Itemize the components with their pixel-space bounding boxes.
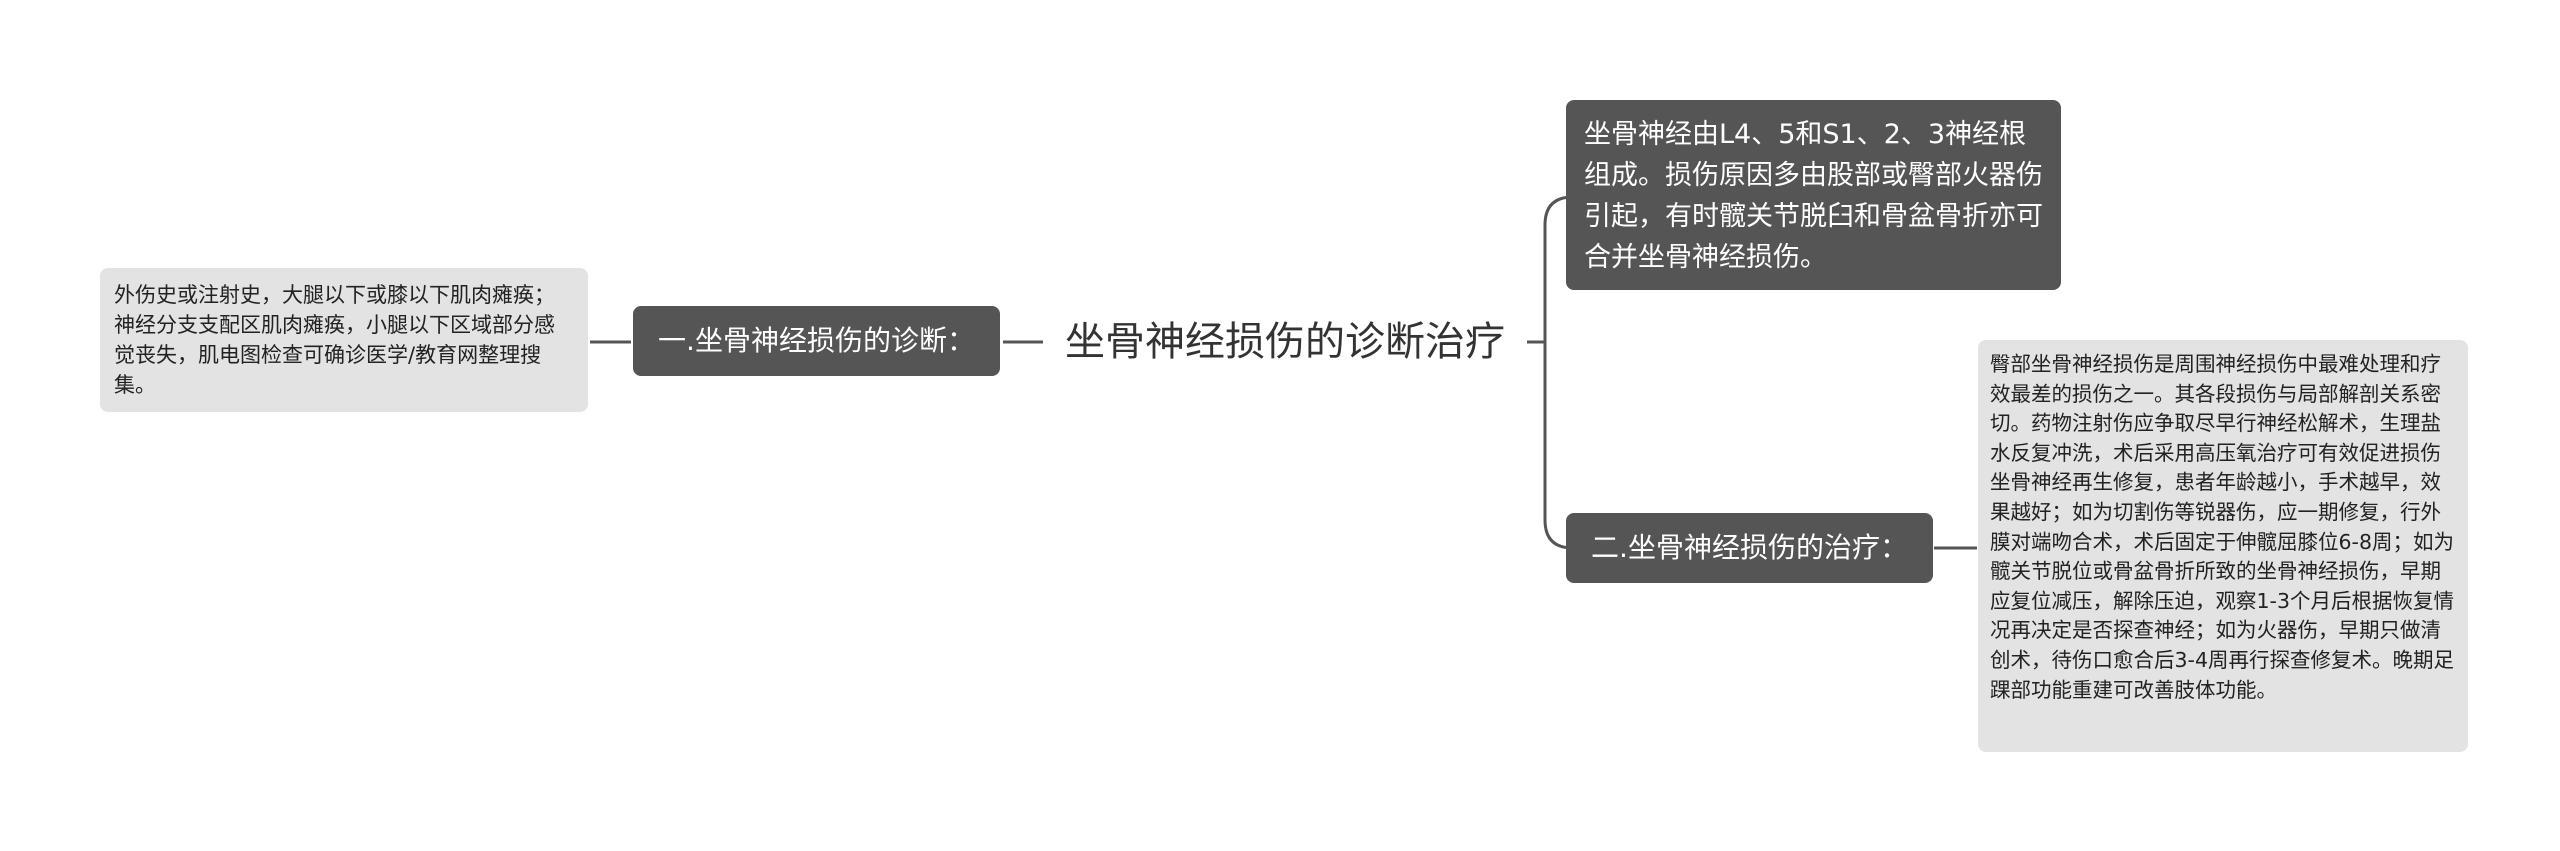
anatomy-detail: 坐骨神经由L4、5和S1、2、3神经根组成。损伤原因多由股部或臀部火器伤引起，有… xyxy=(1566,100,2061,290)
connector-right-trunk xyxy=(1543,195,1574,550)
diagnosis-detail: 外伤史或注射史，大腿以下或膝以下肌肉瘫痪；神经分支支配区肌肉瘫痪，小腿以下区域部… xyxy=(100,268,588,412)
root-topic: 坐骨神经损伤的诊断治疗 xyxy=(1065,319,1505,365)
treatment-detail: 臀部坐骨神经损伤是周围神经损伤中最难处理和疗效最差的损伤之一。其各段损伤与局部解… xyxy=(1978,340,2468,752)
branch-treatment: 二.坐骨神经损伤的治疗： xyxy=(1566,513,1933,583)
branch-diagnosis: 一.坐骨神经损伤的诊断： xyxy=(633,306,1000,376)
